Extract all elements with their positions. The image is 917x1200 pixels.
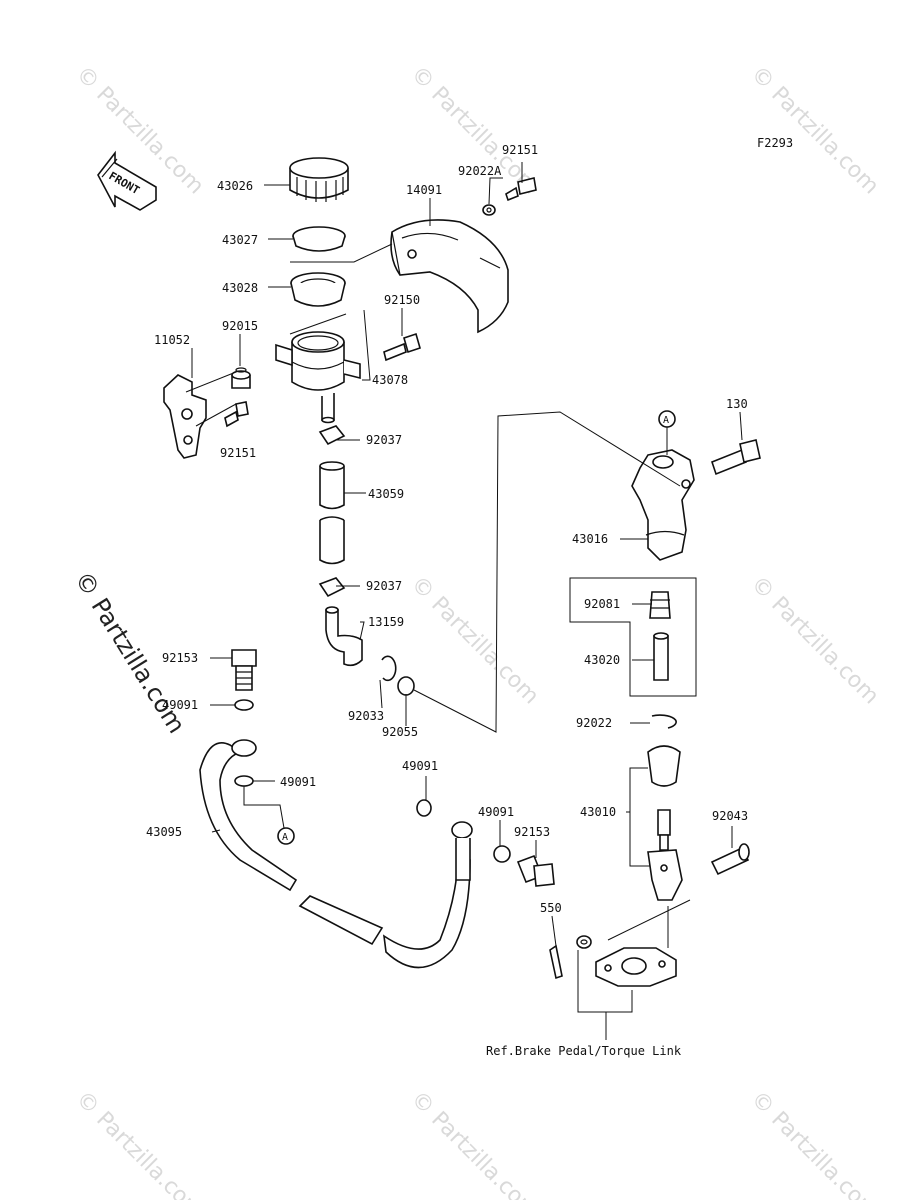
cup-92081 xyxy=(649,591,671,619)
label-92033: 92033 xyxy=(348,709,384,723)
callout-a-top: A xyxy=(658,410,676,428)
o-ring-92055 xyxy=(397,676,415,696)
label-92151-lower: 92151 xyxy=(220,446,256,460)
bolt-130 xyxy=(711,439,761,476)
label-550: 550 xyxy=(540,901,562,915)
diaphragm-plate xyxy=(292,226,346,252)
watermark-text: © Partzilla.com xyxy=(746,1087,884,1200)
clamp-92037-upper xyxy=(318,425,346,446)
label-130: 130 xyxy=(726,397,748,411)
watermark-text: © Partzilla.com xyxy=(406,1087,544,1200)
brake-pedal-ref xyxy=(595,947,677,987)
brake-hose-43095 xyxy=(199,739,473,969)
banjo-bolt-92153-upper xyxy=(231,649,257,691)
label-49091-c: 49091 xyxy=(402,759,438,773)
label-92153-lower: 92153 xyxy=(514,825,550,839)
banjo-bolt-92153-lower xyxy=(516,854,555,887)
master-cylinder-43016 xyxy=(631,449,695,561)
label-43095: 43095 xyxy=(146,825,182,839)
clamp-92037-lower xyxy=(318,577,346,598)
circlip-92022 xyxy=(651,714,677,729)
label-43078: 43078 xyxy=(372,373,408,387)
elbow-fitting-13159 xyxy=(325,606,363,667)
front-arrow: FRONT xyxy=(97,150,157,211)
label-92037-upper: 92037 xyxy=(366,433,402,447)
circlip-92033 xyxy=(381,655,397,682)
reservoir-cover xyxy=(390,219,509,334)
bolt-92150 xyxy=(383,332,421,362)
figure-code: F2293 xyxy=(757,136,793,150)
label-43059: 43059 xyxy=(368,487,404,501)
label-92150: 92150 xyxy=(384,293,420,307)
piston-43020 xyxy=(653,632,669,681)
label-92015: 92015 xyxy=(222,319,258,333)
label-92043: 92043 xyxy=(712,809,748,823)
piston-kit-box xyxy=(569,577,697,697)
hose-43059 xyxy=(319,461,345,565)
label-14091: 14091 xyxy=(406,183,442,197)
diaphragm xyxy=(290,272,346,307)
label-43027: 43027 xyxy=(222,233,258,247)
callout-a-bottom: A xyxy=(277,827,295,845)
pin-92043 xyxy=(710,843,750,876)
label-92055: 92055 xyxy=(382,725,418,739)
label-49091-a: 49091 xyxy=(162,698,198,712)
reservoir-cap xyxy=(289,157,349,202)
washer-ref xyxy=(576,935,592,949)
label-43020: 43020 xyxy=(584,653,620,667)
label-43010: 43010 xyxy=(580,805,616,819)
reservoir-bracket xyxy=(163,374,207,459)
label-49091-d: 49091 xyxy=(478,805,514,819)
label-49091-b: 49091 xyxy=(280,775,316,789)
bolt-92151-lower xyxy=(224,401,249,428)
watermark-text: © Partzilla.com xyxy=(746,62,884,200)
washer-49091-a xyxy=(234,699,254,711)
washer-49091-b xyxy=(234,775,254,787)
label-13159: 13159 xyxy=(368,615,404,629)
push-rod-43010 xyxy=(647,745,683,901)
label-92081: 92081 xyxy=(584,597,620,611)
washer-49091-c xyxy=(416,799,432,817)
callout-a-top-label: A xyxy=(663,415,669,426)
collar-92015 xyxy=(231,367,251,389)
label-92022A: 92022A xyxy=(458,164,502,178)
label-11052: 11052 xyxy=(154,333,190,347)
reference-note: Ref.Brake Pedal/Torque Link xyxy=(486,1044,682,1058)
callout-a-bottom-label: A xyxy=(282,832,288,843)
label-92037-lower: 92037 xyxy=(366,579,402,593)
leader-lines xyxy=(185,162,743,1040)
watermark-text: © Partzilla.com xyxy=(71,1087,209,1200)
reservoir-body xyxy=(275,331,361,424)
label-43016: 43016 xyxy=(572,532,608,546)
label-92153-upper: 92153 xyxy=(162,651,198,665)
label-92022: 92022 xyxy=(576,716,612,730)
watermark-text: © Partzilla.com xyxy=(406,62,544,200)
washer-49091-d xyxy=(493,845,511,863)
label-43026: 43026 xyxy=(217,179,253,193)
watermark-text: © Partzilla.com xyxy=(406,572,544,710)
washer-92022A xyxy=(482,204,496,216)
label-43028: 43028 xyxy=(222,281,258,295)
label-92151-upper: 92151 xyxy=(502,143,538,157)
part-labels: 43026 43027 43028 11052 92015 92151 9215… xyxy=(146,143,748,915)
cotter-pin-550 xyxy=(549,944,563,980)
watermark-text: © Partzilla.com xyxy=(746,572,884,710)
